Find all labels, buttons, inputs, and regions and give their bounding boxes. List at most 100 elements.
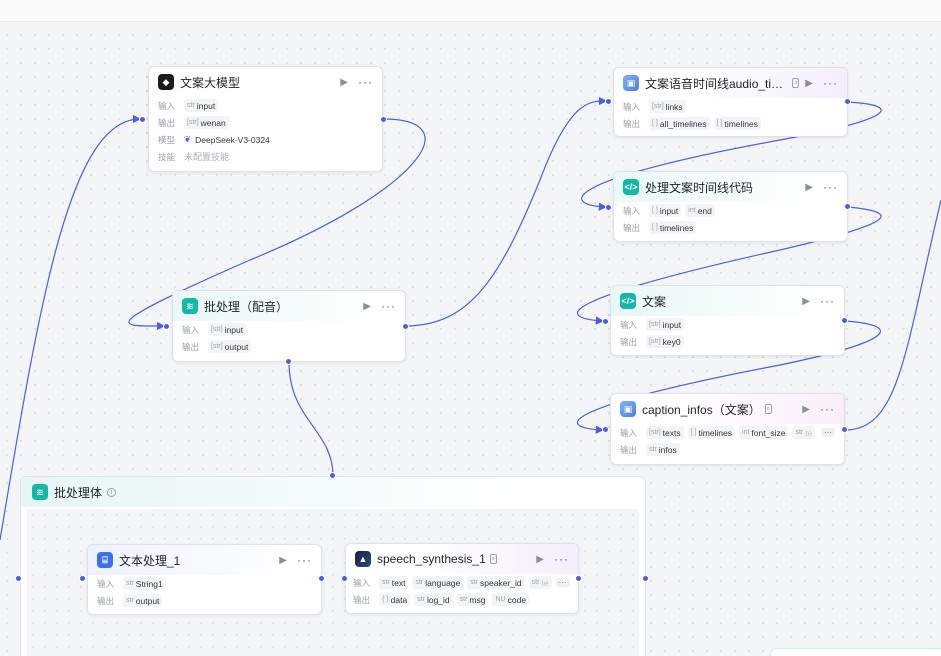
run-icon[interactable]: ▶: [805, 77, 813, 89]
run-icon[interactable]: ▶: [802, 403, 810, 415]
caption-out-port[interactable]: [841, 426, 848, 433]
speech-in-port[interactable]: [341, 575, 348, 582]
llm-out-port[interactable]: [380, 116, 387, 123]
tag-icon: ▫: [792, 78, 800, 88]
input-chip: [str]links: [649, 100, 686, 113]
more-icon[interactable]: ···: [820, 402, 835, 416]
more-icon[interactable]: ···: [823, 76, 838, 90]
edge-caption-to-right: [844, 199, 941, 431]
more-icon[interactable]: ···: [823, 180, 838, 194]
info-icon[interactable]: i: [107, 487, 117, 497]
tag-icon: ▫: [489, 554, 497, 564]
batch-icon: ≋: [182, 298, 198, 314]
textproc-in-port[interactable]: [79, 575, 86, 582]
wenan-out-port[interactable]: [841, 317, 848, 324]
code-out-port[interactable]: [844, 203, 851, 210]
plugin-icon: ▣: [623, 75, 639, 91]
output-chip: [ ]timelines: [649, 221, 697, 234]
edge-batch-to-body: [288, 361, 334, 477]
node-title: 文本处理_1: [119, 553, 181, 568]
input-chip: [str]input: [208, 323, 247, 336]
run-icon[interactable]: ▶: [536, 553, 544, 565]
input-chip: [str]input: [646, 318, 685, 331]
run-icon[interactable]: ▶: [805, 181, 813, 193]
batch-body-port[interactable]: [285, 358, 292, 365]
plugin-icon: ▣: [620, 401, 636, 417]
code-in-port[interactable]: [605, 204, 612, 211]
run-icon[interactable]: ▶: [340, 76, 348, 88]
more-icon[interactable]: ···: [554, 552, 569, 566]
tag-icon: ▫: [764, 404, 772, 414]
more-icon[interactable]: ···: [820, 294, 835, 308]
output-chip: { }data: [379, 593, 411, 606]
batch-dub-node[interactable]: ≋ 批处理（配音） ▶··· 输入[str]input 输出[str]outpu…: [172, 290, 406, 362]
more-inputs-icon[interactable]: ···: [555, 578, 570, 587]
offscreen-node-stub[interactable]: [770, 648, 941, 656]
batch-in-port[interactable]: [163, 323, 170, 330]
timeline-out-port[interactable]: [844, 98, 851, 105]
body-in-port[interactable]: [15, 575, 22, 582]
node-title: 文案: [642, 294, 667, 309]
skill-value: 未配置技能: [184, 152, 230, 162]
node-title: 处理文案时间线代码: [645, 180, 754, 195]
textproc-out-port[interactable]: [318, 575, 325, 582]
output-chip: [str]wenan: [184, 116, 229, 129]
input-chip: [str]texts: [646, 426, 684, 439]
batch-out-port[interactable]: [402, 323, 409, 330]
batch-icon: ≋: [32, 484, 48, 500]
text-process-icon: ⌸: [97, 552, 113, 568]
edge-batch-to-timeline: [404, 96, 608, 327]
wenan-in-port[interactable]: [602, 318, 609, 325]
code-icon: </>: [623, 179, 639, 195]
output-chip: [str]key0: [646, 335, 684, 348]
run-icon[interactable]: ▶: [363, 300, 371, 312]
more-icon[interactable]: ···: [358, 75, 373, 89]
node-title: 批处理（配音）: [204, 299, 289, 314]
speech-out-port[interactable]: [575, 575, 582, 582]
top-toolbar: [0, 0, 941, 22]
output-chip: [str]output: [208, 340, 252, 353]
audio-timeline-node[interactable]: ▣ 文案语音时间线audio_timeli··· ▫ ▶··· 输入[str]l…: [613, 67, 848, 137]
output-chip: [ ]timelines: [713, 117, 762, 130]
caption-node[interactable]: ▣ caption_infos（文案） ▫ ▶··· 输入[str]texts[…: [610, 393, 845, 465]
code-icon: </>: [620, 293, 636, 309]
run-icon[interactable]: ▶: [802, 295, 810, 307]
more-icon[interactable]: ···: [297, 553, 312, 567]
body-top-port[interactable]: [329, 472, 336, 479]
timeline-in-port[interactable]: [605, 98, 612, 105]
speech-icon: ▲: [355, 551, 371, 567]
node-title: speech_synthesis_1: [377, 552, 486, 566]
model-name: DeepSeek-V3-0324: [195, 134, 270, 145]
container-title: 批处理体: [54, 485, 103, 500]
wenan-node[interactable]: </> 文案 ▶··· 输入[str]input 输出[str]key0: [610, 285, 845, 356]
more-inputs-icon[interactable]: ···: [821, 428, 835, 437]
input-chip: [ ]timelines: [687, 426, 736, 439]
node-title: caption_infos（文案）: [642, 402, 761, 417]
more-icon[interactable]: ···: [381, 299, 396, 313]
model-icon: ❦: [184, 134, 192, 144]
run-icon[interactable]: ▶: [279, 554, 287, 566]
input-chip: [ ]input: [649, 204, 682, 217]
node-title: 文案大模型: [180, 75, 241, 90]
llm-in-port[interactable]: [139, 116, 146, 123]
node-title: 文案语音时间线audio_timeli···: [645, 76, 788, 91]
body-out-port[interactable]: [642, 575, 649, 582]
caption-in-port[interactable]: [602, 426, 609, 433]
